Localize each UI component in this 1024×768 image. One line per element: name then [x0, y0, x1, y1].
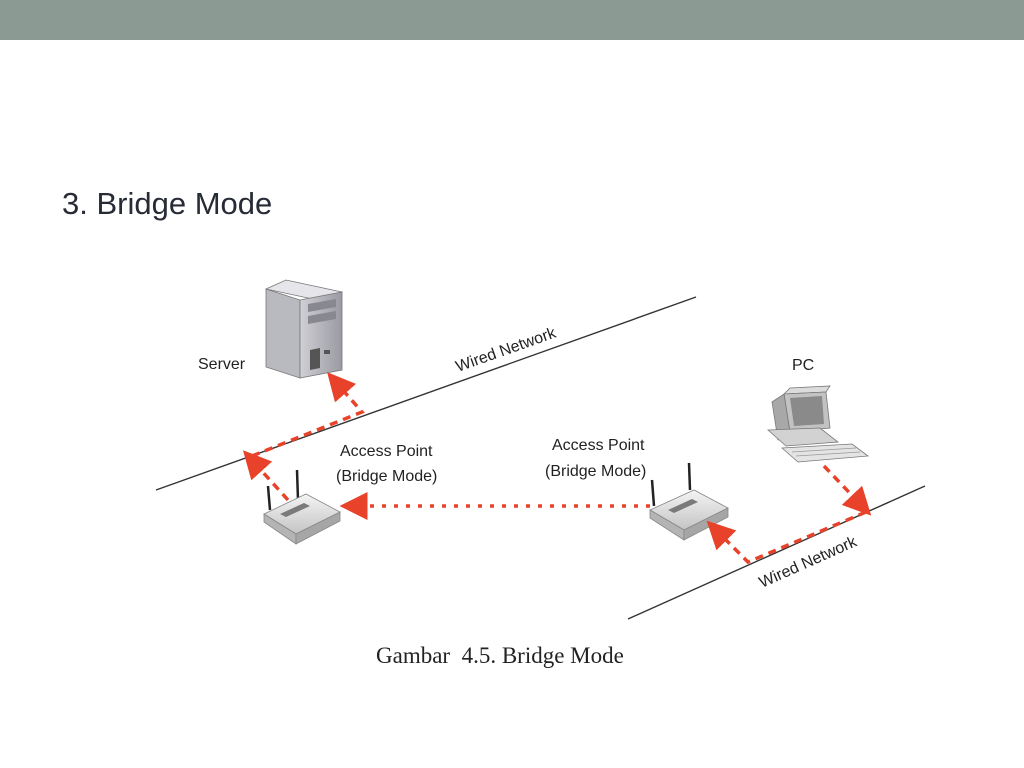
link-arrow-wired-to-server [251, 372, 365, 458]
server-label: Server [198, 356, 246, 373]
link-arrow-wired-to-ap-right [706, 510, 867, 565]
ap-right-label-line1: Access Point [552, 437, 645, 454]
link-arrow-pc-to-wired-right [822, 464, 872, 516]
wired-network-label-left: Wired Network [454, 324, 560, 375]
server-tower-icon [264, 279, 344, 379]
wired-network-label-right: Wired Network [757, 533, 861, 592]
ap-left-label-line2: (Bridge Mode) [336, 468, 437, 485]
wired-network-line-right [627, 485, 926, 620]
top-bar [0, 0, 1024, 40]
desktop-pc-icon [766, 385, 870, 463]
slide-title: 3. Bridge Mode [62, 186, 273, 221]
figure-caption: Gambar 4.5. Bridge Mode [376, 643, 624, 668]
ap-right-label-line2: (Bridge Mode) [545, 463, 646, 480]
ap-left-label-line1: Access Point [340, 443, 433, 460]
pc-label: PC [792, 357, 814, 374]
link-arrow-ap-to-wired-left [242, 450, 290, 502]
access-point-icon [649, 462, 729, 541]
wired-network-line-left [155, 296, 697, 491]
access-point-icon [263, 469, 341, 545]
